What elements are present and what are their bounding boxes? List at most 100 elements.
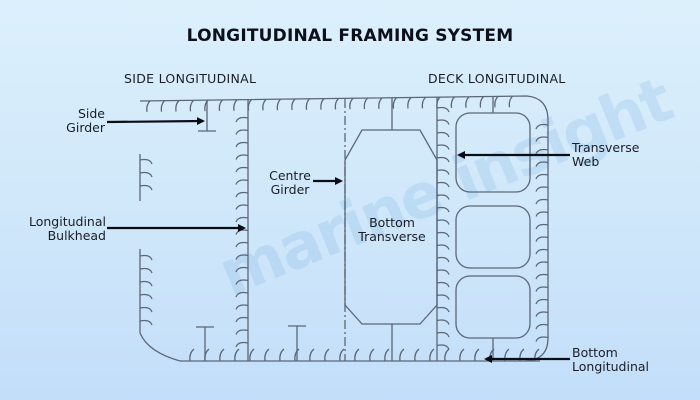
diagram-title: LONGITUDINAL FRAMING SYSTEM	[186, 26, 514, 46]
stiffener	[291, 98, 296, 111]
callout-arrows	[106, 117, 570, 363]
stiffener	[535, 173, 549, 180]
stiffener	[276, 98, 281, 111]
stiffener	[535, 198, 549, 205]
stiffener	[235, 191, 249, 198]
stiffener	[235, 179, 249, 185]
stiffener	[535, 161, 549, 167]
stiffener	[474, 348, 480, 362]
stiffener	[436, 194, 450, 200]
stiffener	[264, 348, 270, 362]
stiffener	[235, 279, 249, 285]
stiffener	[436, 231, 450, 238]
stiffener	[508, 95, 513, 108]
stiffener	[436, 119, 450, 125]
heading-deck-longitudinal: DECK LONGITUDINAL	[428, 71, 566, 86]
longitudinal-stiffeners	[139, 95, 549, 362]
stiffener	[354, 348, 360, 362]
stiffener	[479, 96, 484, 108]
stiffener	[535, 261, 549, 267]
label-line: Web	[572, 154, 600, 169]
stiffener	[235, 316, 249, 323]
transverse-web-opening-3	[455, 275, 531, 339]
stiffener	[279, 348, 285, 362]
stiffener	[436, 181, 450, 188]
stiffener	[436, 344, 450, 350]
heading-side-longitudinal: SIDE LONGITUDINAL	[124, 71, 257, 86]
stiffener	[384, 348, 390, 362]
label-bottom-longitudinal: Bottom Longitudinal	[572, 346, 649, 374]
stiffener	[235, 241, 249, 248]
stiffener	[436, 106, 450, 113]
stiffener	[436, 206, 450, 213]
arrow-side-girder	[106, 117, 205, 126]
stiffener	[459, 348, 465, 362]
stiffener	[436, 306, 450, 313]
stiffener	[535, 211, 549, 217]
transverse-web-opening-1	[455, 112, 531, 193]
stiffener	[324, 348, 330, 362]
stiffener	[235, 291, 249, 298]
hull-structure	[139, 95, 549, 362]
stiffener	[414, 348, 420, 362]
stiffener	[235, 116, 249, 123]
stiffener	[369, 348, 375, 362]
stiffener	[235, 254, 249, 260]
stiffener	[175, 100, 180, 112]
stiffener	[235, 304, 249, 310]
stiffener	[139, 158, 153, 165]
stiffener	[436, 96, 441, 109]
stiffener	[436, 256, 450, 263]
stiffener	[235, 341, 249, 348]
stiffener	[535, 273, 549, 280]
stiffener	[139, 254, 153, 261]
stiffener	[535, 311, 549, 317]
stiffener	[436, 281, 450, 288]
stiffener	[535, 123, 549, 130]
stiffener	[139, 267, 153, 274]
stiffener	[436, 169, 450, 175]
label-transverse-web: Transverse Web	[572, 141, 639, 169]
label-line: Girder	[270, 182, 310, 197]
stiffener	[392, 97, 397, 109]
stiffener	[189, 99, 194, 112]
bottom-girder-mid	[288, 325, 306, 361]
stiffener	[320, 98, 325, 110]
stiffener	[399, 348, 405, 362]
stiffener	[204, 99, 209, 112]
stiffener	[339, 348, 345, 362]
stiffener	[235, 216, 249, 223]
stiffener	[436, 331, 450, 338]
label-longitudinal-bulkhead: Longitudinal Bulkhead	[10, 215, 106, 243]
stiffener	[204, 348, 210, 362]
label-line: Longitudinal	[572, 359, 650, 374]
stiffener	[235, 141, 249, 148]
stiffener	[407, 97, 412, 109]
side-shell-lower	[139, 249, 181, 362]
stiffener	[535, 236, 549, 242]
side-girder-top	[198, 100, 216, 132]
transverse-web-opening-2	[455, 205, 531, 269]
stiffener	[535, 223, 549, 230]
label-line: Side	[77, 106, 105, 121]
stiffener	[436, 219, 450, 225]
label-side-girder: Side Girder	[50, 107, 105, 135]
stiffener	[235, 329, 249, 335]
bottom-transverse	[344, 129, 438, 325]
stiffener	[139, 293, 153, 300]
stiffener	[436, 144, 450, 150]
stiffener	[436, 244, 450, 250]
label-line: Bottom	[572, 345, 618, 360]
stiffener	[429, 348, 435, 362]
stiffener	[494, 95, 499, 108]
label-line: Girder	[66, 120, 105, 135]
stiffener	[139, 319, 153, 326]
label-line: Transverse	[572, 140, 640, 155]
stiffener	[235, 154, 249, 160]
stiffener	[294, 348, 300, 362]
stiffener	[189, 348, 195, 362]
label-bottom-transverse: Bottom Transverse	[352, 216, 432, 244]
stiffener	[218, 99, 223, 112]
stiffener	[139, 280, 153, 287]
stiffener	[334, 97, 339, 110]
